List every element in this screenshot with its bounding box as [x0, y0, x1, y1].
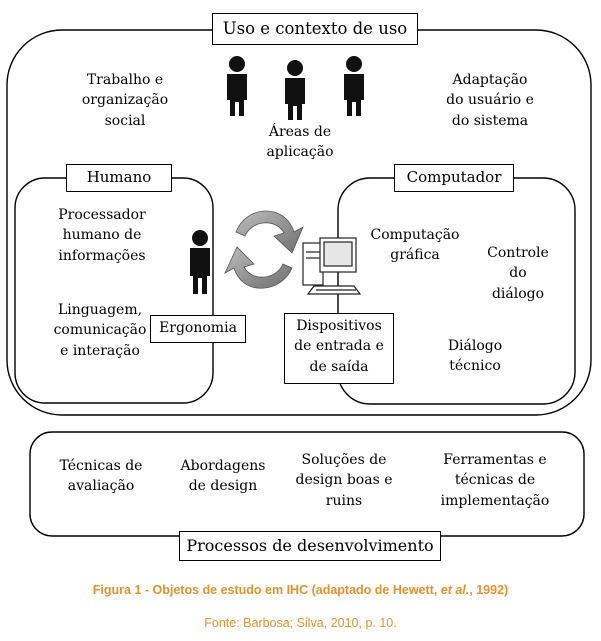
process-item: Soluções de design boas e ruins	[295, 452, 393, 509]
person-icon	[344, 56, 364, 116]
dialogue-control-label: Controle do diálogo	[487, 245, 549, 302]
ergonomics-box: Ergonomia	[150, 315, 246, 343]
graphics-label: Computação gráfica	[370, 227, 460, 264]
figure-caption-italic: et al.	[440, 583, 470, 597]
process-item: Ferramentas e técnicas de implementação	[440, 452, 550, 509]
figure-caption: Figura 1 - Objetos de estudo em IHC (ada…	[0, 583, 601, 597]
person-icon	[227, 56, 247, 116]
technical-dialogue-label: Diálogo técnico	[447, 338, 503, 375]
human-title: Humano	[66, 164, 172, 192]
computer-icon	[302, 237, 362, 295]
devices-box: Dispositivos de entrada e de saída	[284, 313, 394, 384]
figure-caption-prefix: Figura 1 - Objetos de estudo em IHC (ada…	[92, 583, 441, 597]
process-item: Abordagens de design	[180, 458, 266, 495]
language-label: Linguagem, comunicação e interação	[53, 302, 147, 359]
figure-caption-suffix: , 1992)	[469, 583, 509, 597]
adaptation-label: Adaptação do usuário e do sistema	[446, 72, 534, 129]
areas-label: Áreas de aplicação	[266, 124, 334, 161]
processor-label: Processador humano de informações	[58, 207, 146, 264]
context-title: Uso e contexto de uso	[212, 13, 418, 45]
person-icon	[190, 230, 210, 294]
work-label: Trabalho e organização social	[81, 72, 169, 129]
source-caption: Fonte: Barbosa; Silva, 2010, p. 10.	[204, 616, 397, 630]
process-title: Processos de desenvolvimento	[179, 531, 441, 561]
computer-title: Computador	[394, 164, 514, 192]
cycle-arrows-icon	[224, 210, 304, 289]
person-icon	[285, 60, 305, 120]
process-item: Técnicas de avaliação	[59, 458, 143, 495]
